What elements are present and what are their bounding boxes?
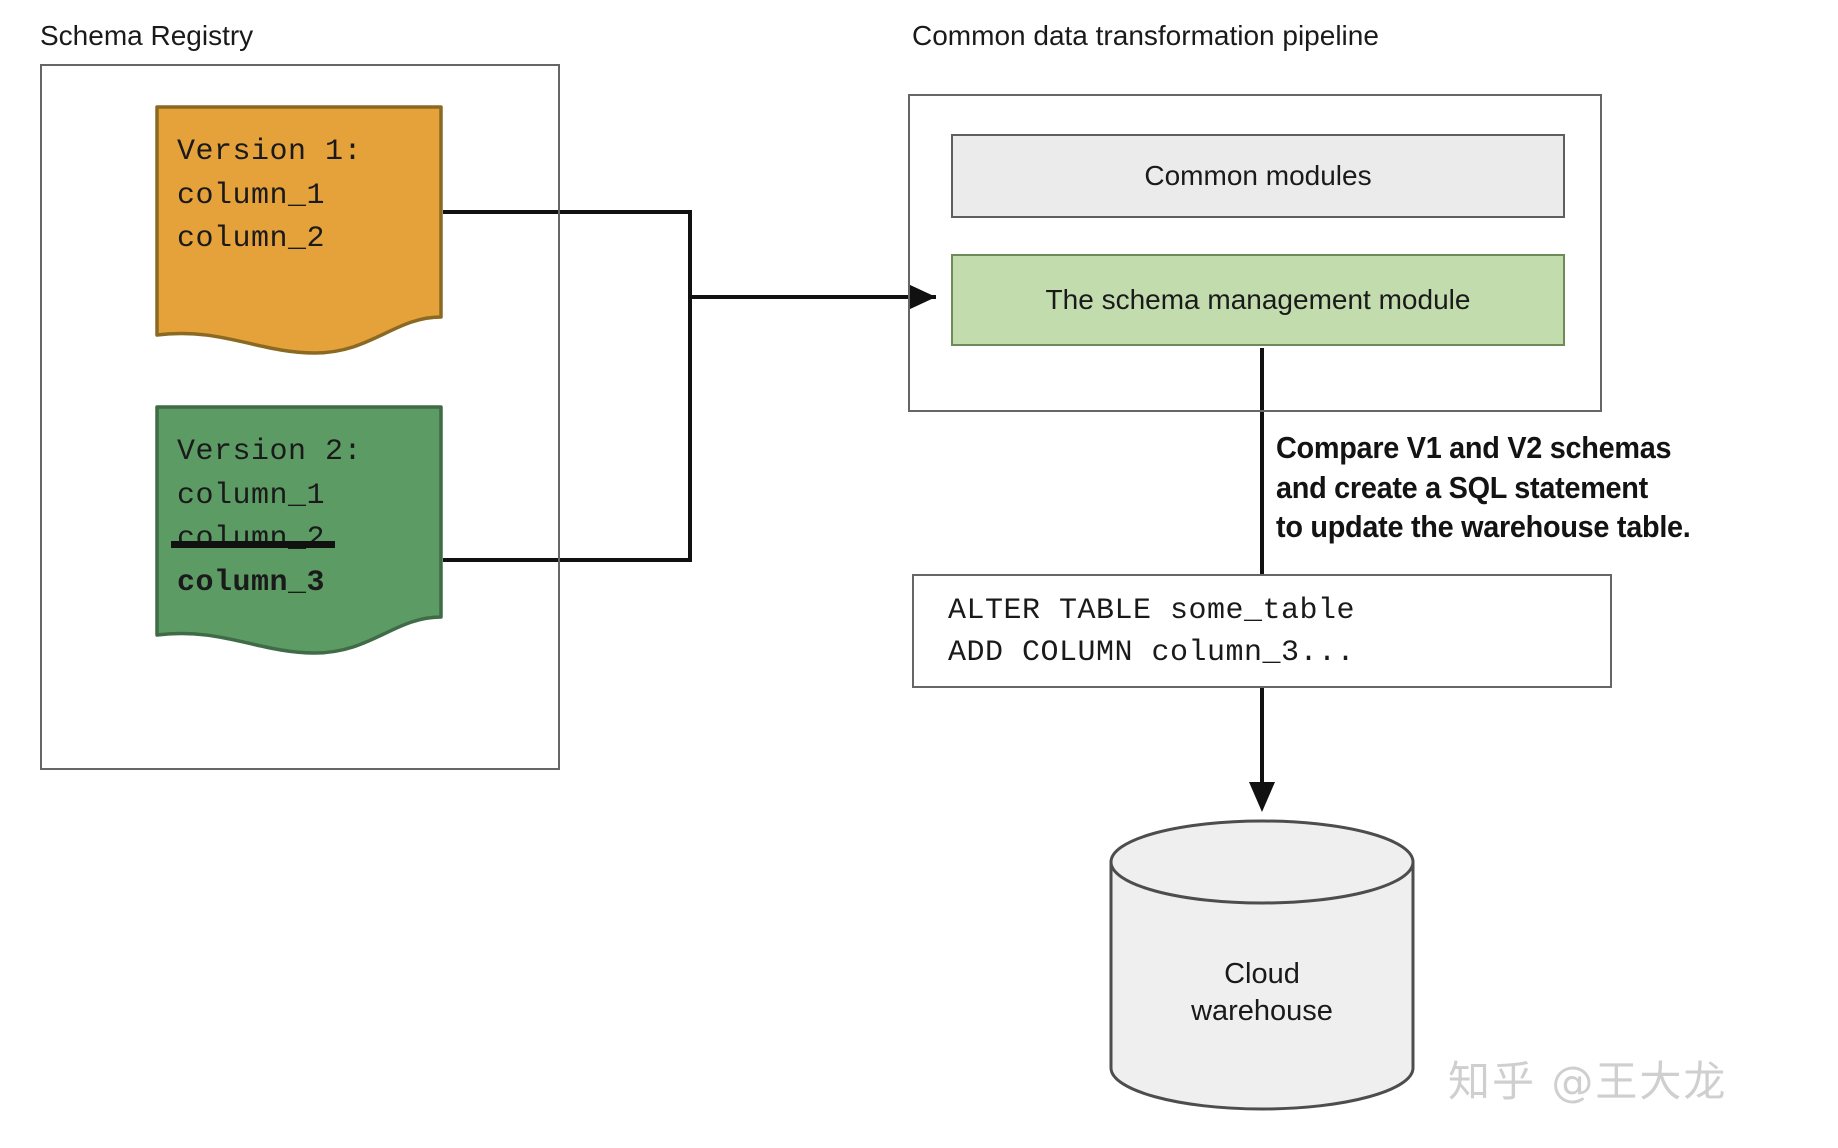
pipeline-title: Common data transformation pipeline xyxy=(912,20,1379,51)
schema-registry-frame xyxy=(40,64,560,770)
version-2-line-3-added: column_3 xyxy=(177,565,326,600)
annotation-line-2: to update the warehouse table. xyxy=(1276,509,1691,545)
version-1-line-0: Version 1: xyxy=(177,135,363,169)
version-1-text: Version 1: column_1 column_2 xyxy=(155,105,443,262)
watermark: 知乎 @王大龙 xyxy=(1448,1057,1728,1106)
sql-line-0: ALTER TABLE some_table xyxy=(948,594,1356,628)
module-schema-management[interactable]: The schema management module xyxy=(951,254,1565,346)
schema-registry-title: Schema Registry xyxy=(40,20,254,51)
version-2-line-0: Version 2: xyxy=(177,435,363,469)
version-1-line-1: column_1 xyxy=(177,178,326,213)
module-common-modules-label: Common modules xyxy=(1144,160,1372,191)
annotation-line-1: and create a SQL statement xyxy=(1276,469,1648,505)
version-1-note: Version 1: column_1 column_2 xyxy=(155,105,443,355)
version-2-line-2-removed: column_2 xyxy=(170,518,336,562)
version-2-line-1: column_1 xyxy=(177,478,326,513)
cloud-warehouse: Cloud warehouse xyxy=(1108,818,1416,1112)
version-2-note: Version 2: column_1 column_2 column_3 xyxy=(155,405,443,655)
cloud-warehouse-label-line-2: warehouse xyxy=(1191,995,1333,1028)
cloud-warehouse-label-line-1: Cloud xyxy=(1224,958,1300,990)
pipeline-frame xyxy=(908,94,1602,412)
module-schema-management-label: The schema management module xyxy=(1045,284,1471,315)
sql-statement-box: ALTER TABLE some_table ADD COLUMN column… xyxy=(912,574,1612,688)
annotation-text: Compare V1 and V2 schemas and create a S… xyxy=(1276,428,1691,547)
version-2-text: Version 2: column_1 column_2 column_3 xyxy=(155,405,443,605)
module-common-modules[interactable]: Common modules xyxy=(951,134,1565,218)
annotation-line-0: Compare V1 and V2 schemas xyxy=(1276,430,1672,465)
cloud-warehouse-label: Cloud warehouse xyxy=(1108,956,1416,1030)
sql-line-1: ADD COLUMN column_3... xyxy=(948,636,1356,670)
version-1-line-2: column_2 xyxy=(177,222,326,256)
